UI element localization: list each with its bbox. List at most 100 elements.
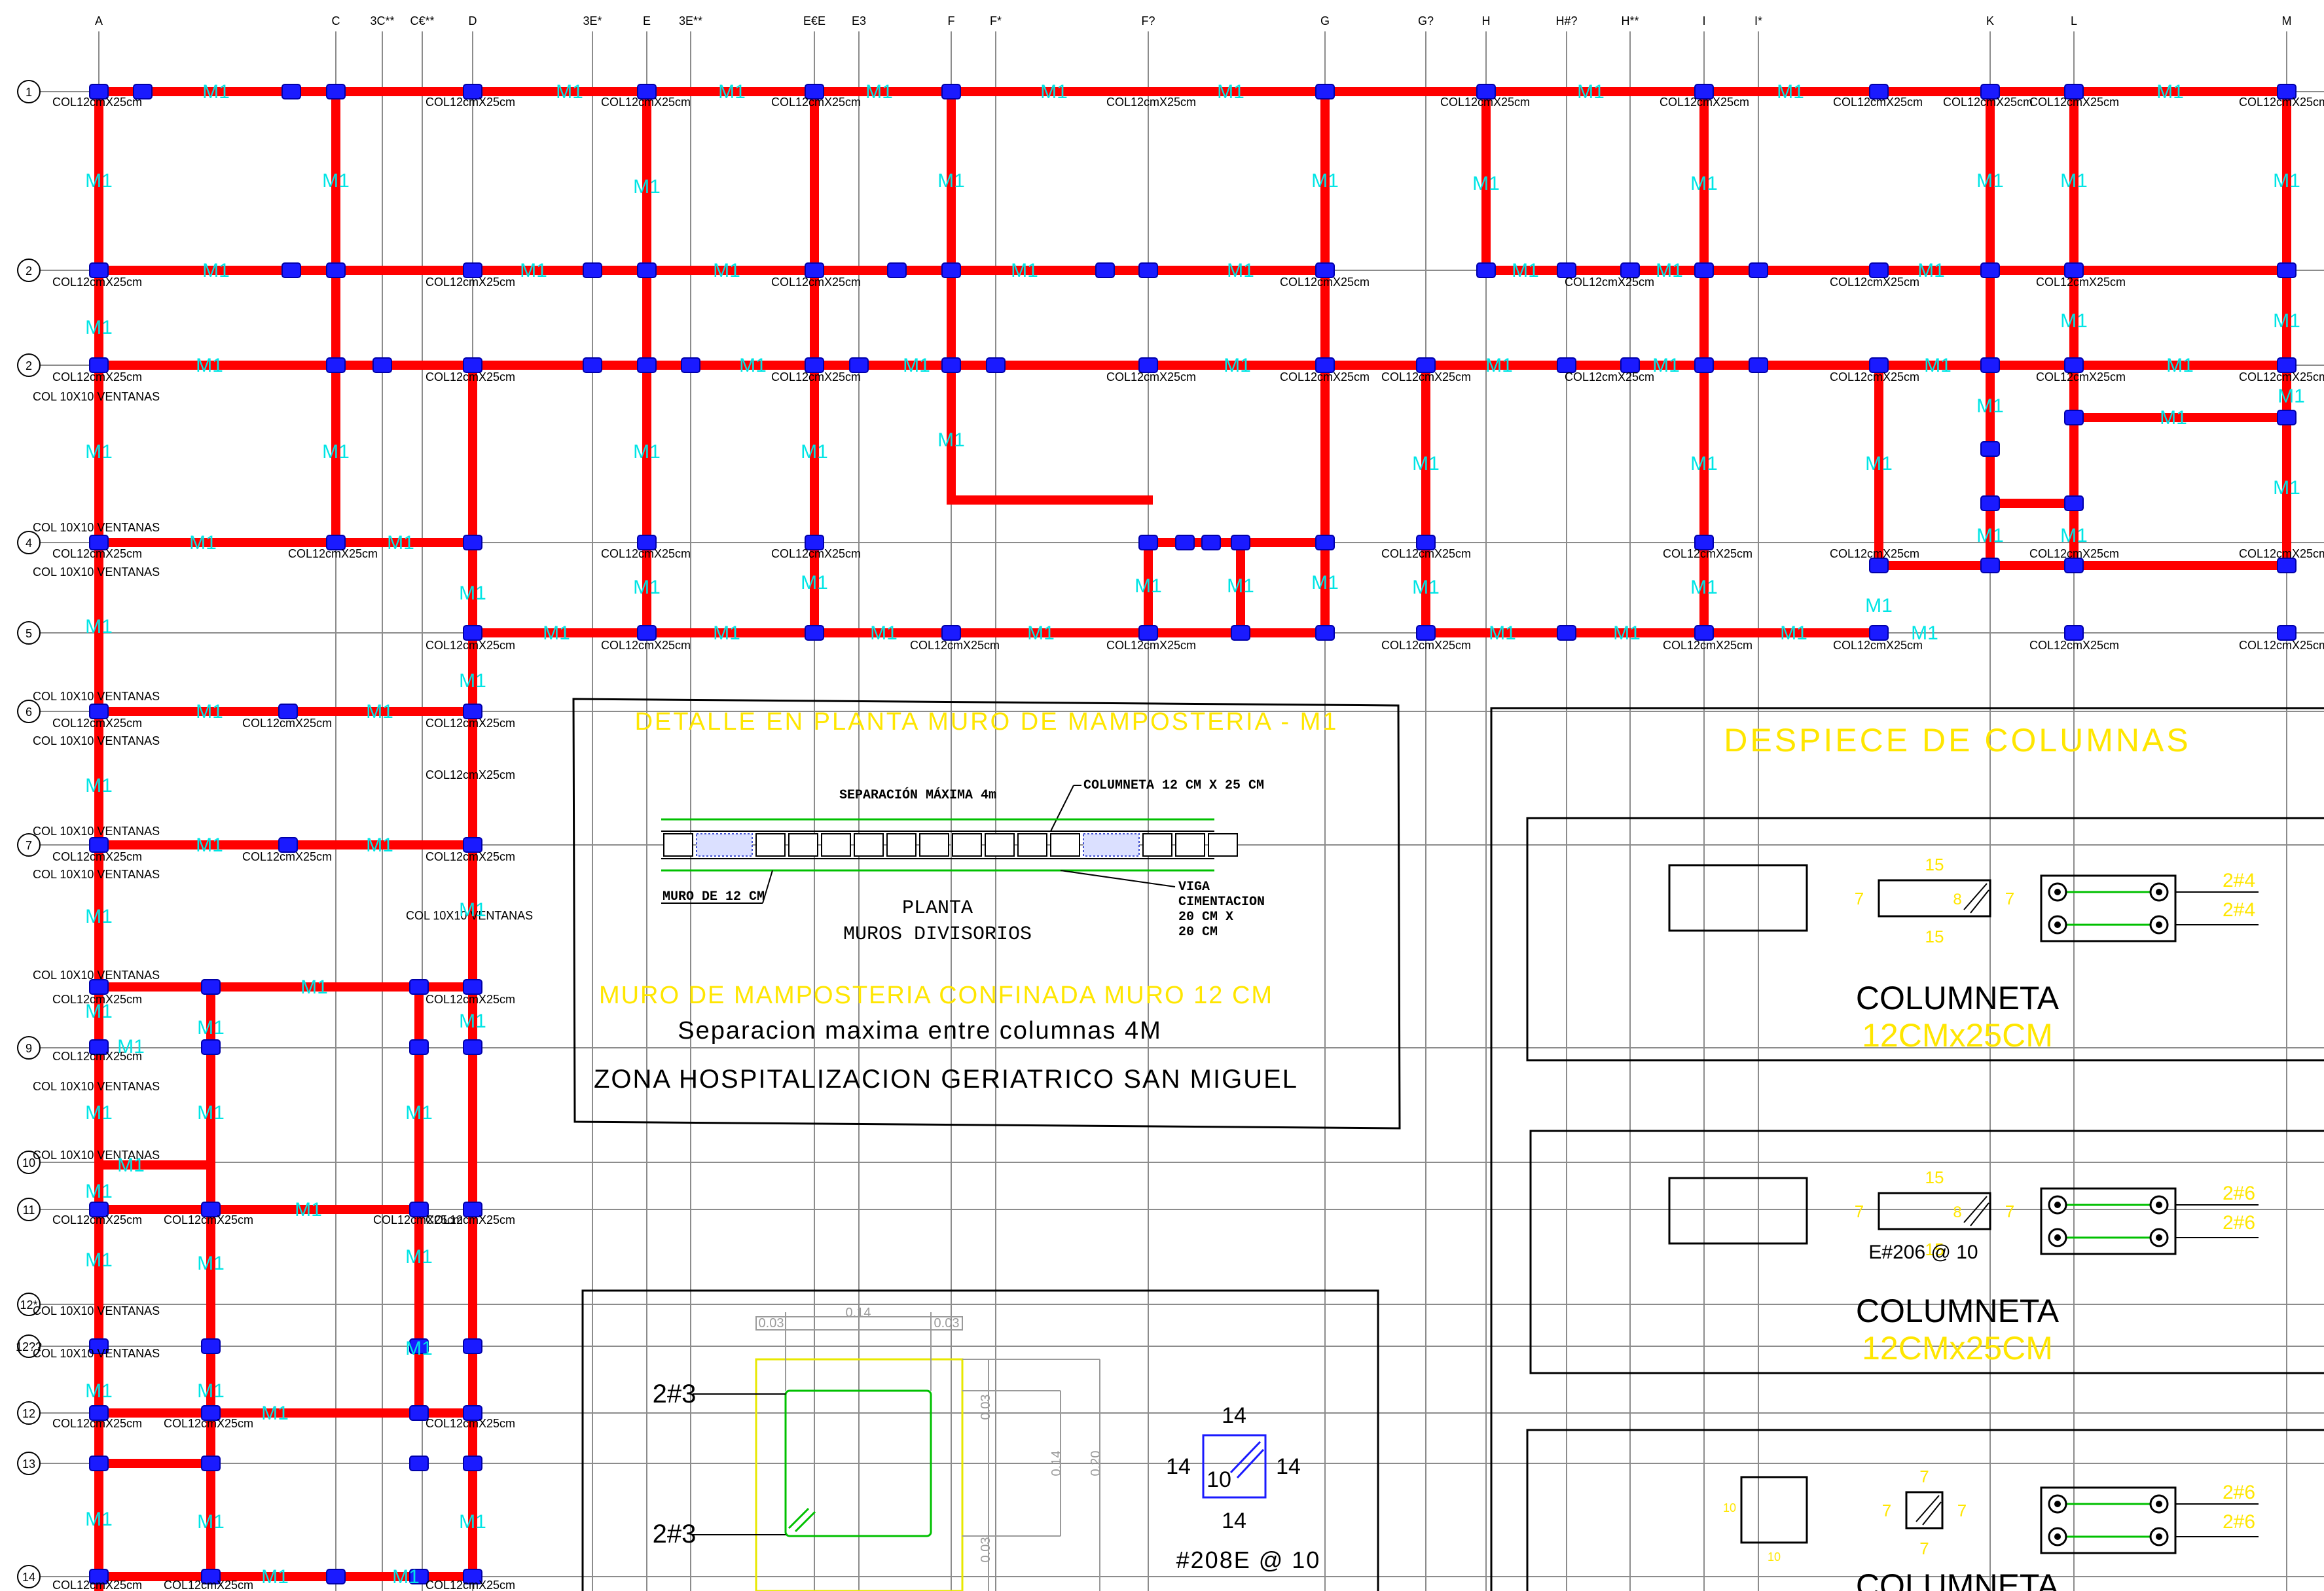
rebar-section xyxy=(2040,1486,2177,1554)
despiece-title: DESPIECE DE COLUMNAS xyxy=(1724,722,2190,759)
column-marker xyxy=(463,979,482,995)
detail-subtitle: MURO DE MAMPOSTERIA CONFINADA MURO 12 CM xyxy=(599,982,1273,1009)
axis-label-col: K xyxy=(1986,14,1994,27)
rebar-core xyxy=(2156,1501,2162,1507)
wall-tag-m1: M1 xyxy=(903,355,930,376)
column-marker xyxy=(1869,84,1889,99)
column-marker xyxy=(201,1202,221,1217)
rebar-core xyxy=(2156,1533,2162,1540)
column-marker xyxy=(2064,357,2084,373)
axis-label-row: 2 xyxy=(26,359,32,372)
column-marker xyxy=(2064,84,2084,99)
window-column-tag: COL 10X10 VENTANAS xyxy=(33,521,160,534)
rebar-core xyxy=(2054,1202,2061,1208)
wall-tag-m1: M1 xyxy=(2060,525,2088,546)
wall-tag-m1: M1 xyxy=(1311,572,1339,594)
column-marker xyxy=(1557,357,1576,373)
column-marker xyxy=(1869,625,1889,641)
column-tag: COL12cmX25cm xyxy=(164,1579,253,1591)
wall-tag-m1: M1 xyxy=(459,582,486,604)
dim-a: 0.03 xyxy=(759,1316,784,1331)
column-marker xyxy=(201,1456,221,1471)
masonry-block xyxy=(755,833,786,857)
wall-tag-m1: M1 xyxy=(1227,260,1254,281)
wall-tag-m1: M1 xyxy=(1777,81,1804,103)
column-marker xyxy=(372,357,392,373)
masonry-block xyxy=(1208,833,1238,857)
rebar-core xyxy=(2054,1234,2061,1241)
wall-tag-m1: M1 xyxy=(197,1380,225,1402)
column-marker xyxy=(278,704,298,719)
column-tag: COL12cmX25cm xyxy=(52,1050,142,1063)
column-tag: COL12cmX25cm xyxy=(2239,547,2324,560)
wall-tag-m1: M1 xyxy=(1489,622,1516,644)
column-marker xyxy=(1315,84,1335,99)
column-tag: COL12cmX25cm xyxy=(601,547,691,560)
rebar-core xyxy=(2054,1501,2061,1507)
wall-tag-m1: M1 xyxy=(2060,310,2088,332)
wall-tag-m1: M1 xyxy=(1976,395,2004,417)
dim-v4: 0.03 xyxy=(979,1537,993,1563)
wall-tag-m1: M1 xyxy=(392,1566,420,1588)
column-marker xyxy=(463,262,482,278)
wall-tag-m1: M1 xyxy=(295,1199,322,1221)
wall-tag-m1: M1 xyxy=(870,622,898,644)
wall-tag-m1: M1 xyxy=(459,1511,486,1533)
wall-tag-m1: M1 xyxy=(1485,355,1513,376)
section-detail-panel: 0.03 0.14 0.03 0.03 0.14 0.20 0.03 2#3 2… xyxy=(581,1289,1379,1591)
column-marker xyxy=(1749,357,1768,373)
stirrup-hook: 10 xyxy=(1207,1467,1231,1492)
stirrup-hook xyxy=(1922,1501,1942,1526)
wall-tag-m1: M1 xyxy=(366,834,393,856)
wall-tag-m1: M1 xyxy=(85,1102,113,1124)
wall-tag-m1: M1 xyxy=(1227,575,1254,597)
column-name: COLUMNETA xyxy=(1856,980,2060,1016)
axis-bubble xyxy=(17,531,41,554)
wall-tag-m1: M1 xyxy=(85,1181,113,1202)
axis-bubble xyxy=(17,1401,41,1425)
wall-tag-m1: M1 xyxy=(739,355,767,376)
wall-tag-m1: M1 xyxy=(633,577,661,598)
column-tag: COL12cmX25cm xyxy=(1381,639,1471,652)
column-marker xyxy=(89,84,109,99)
column-marker xyxy=(1175,535,1195,550)
column-marker xyxy=(89,262,109,278)
column-marker xyxy=(1138,535,1158,550)
axis-bubble xyxy=(17,1151,41,1174)
column-tag: COL12cmX25cm xyxy=(1106,639,1196,652)
wall-tag-m1: M1 xyxy=(1613,622,1641,644)
zone-name: ZONA HOSPITALIZACION GERIATRICO SAN MIGU… xyxy=(594,1065,1298,1094)
wall-tag-m1: M1 xyxy=(197,1017,225,1039)
column-marker xyxy=(201,1569,221,1584)
column-marker xyxy=(637,357,657,373)
wall-tag-m1: M1 xyxy=(1011,260,1038,281)
column-marker xyxy=(133,84,153,99)
wall-tag-m1: M1 xyxy=(1924,355,1952,376)
wall-tag-m1: M1 xyxy=(197,1102,225,1124)
wall-tag-m1: M1 xyxy=(85,441,113,463)
axis-label-row: 7 xyxy=(26,839,32,852)
column-marker xyxy=(89,837,109,853)
column-tag: COL12cmX25cm xyxy=(1660,96,1749,109)
dim-bottom: 15 xyxy=(1925,927,1944,946)
column-marker xyxy=(89,1338,109,1354)
wall-tag-m1: M1 xyxy=(202,81,230,103)
rebar-core xyxy=(2156,1202,2162,1208)
column-tag: COL12cmX25cm xyxy=(426,850,515,863)
wall-tag-m1: M1 xyxy=(117,1036,145,1058)
axis-label-row: 12* xyxy=(20,1298,37,1312)
wall-tag-m1: M1 xyxy=(197,1511,225,1533)
dim-right: 7 xyxy=(2005,889,2014,908)
column-marker xyxy=(326,1569,346,1584)
column-marker xyxy=(326,357,346,373)
column-tag: COL12cmX25cm xyxy=(1663,547,1752,560)
column-marker xyxy=(89,979,109,995)
wall-tag-m1: M1 xyxy=(1652,355,1680,376)
axis-label-col: F xyxy=(948,14,955,27)
axis-label-col: L xyxy=(2071,14,2077,27)
axis-label-col: 3E** xyxy=(679,14,702,27)
plan-title-1: PLANTA xyxy=(902,897,973,920)
dim-left: 7 xyxy=(1855,1202,1864,1221)
